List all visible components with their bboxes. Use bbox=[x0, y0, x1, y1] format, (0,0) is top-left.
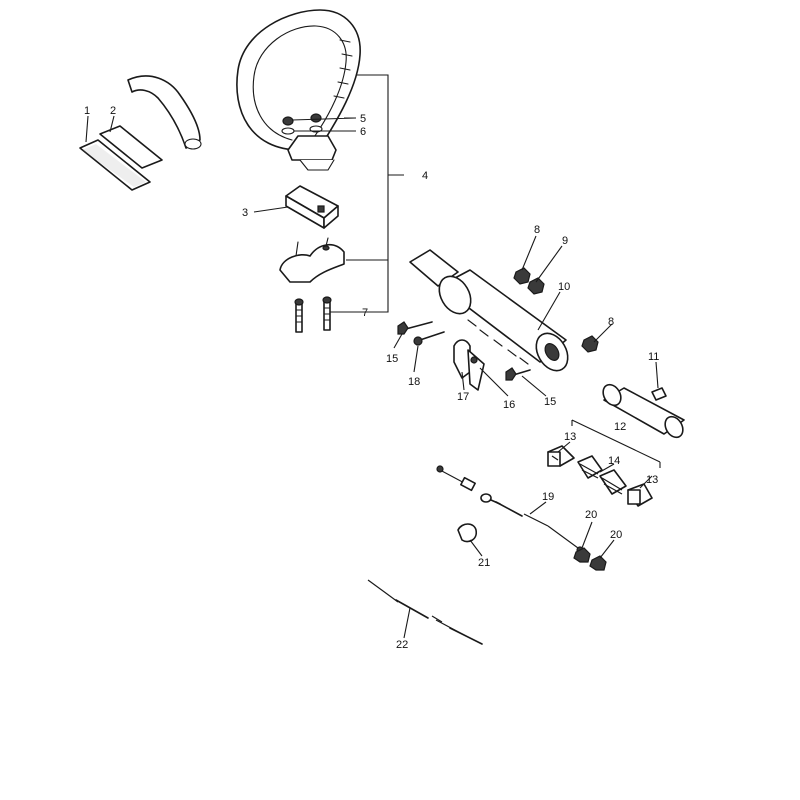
callout-19: 19 bbox=[542, 491, 554, 503]
leader-20a bbox=[581, 521, 593, 549]
lock-nut-9 bbox=[527, 277, 545, 295]
leader-8b bbox=[593, 323, 613, 343]
callout-18: 18 bbox=[408, 376, 420, 388]
nut-5 bbox=[282, 113, 322, 126]
callout-2: 2 bbox=[110, 105, 116, 117]
cable-nut-20a bbox=[573, 547, 591, 563]
leader-10 bbox=[537, 291, 561, 331]
leader-16 bbox=[479, 367, 509, 397]
bushing-13-left bbox=[547, 445, 575, 467]
callout-9: 9 bbox=[562, 235, 568, 247]
leader-21 bbox=[469, 539, 483, 557]
leader-9 bbox=[535, 245, 563, 283]
callout-11: 11 bbox=[648, 351, 659, 363]
throttle-cable-19 bbox=[436, 465, 584, 554]
grip-pad-2 bbox=[99, 125, 163, 169]
callout-14: 14 bbox=[608, 455, 620, 467]
bracket-4 bbox=[342, 74, 404, 313]
callout-13-left: 13 bbox=[564, 431, 576, 443]
leader-2 bbox=[109, 115, 115, 133]
key-11 bbox=[651, 387, 667, 401]
leader-19 bbox=[529, 501, 547, 515]
leader-13a bbox=[557, 441, 571, 453]
leader-22 bbox=[403, 607, 411, 639]
bolt-7 bbox=[294, 296, 332, 333]
leader-1 bbox=[85, 115, 89, 143]
handle-clamp bbox=[279, 237, 345, 283]
callout-12: 12 bbox=[614, 421, 626, 433]
callout-20-lower: 20 bbox=[610, 529, 622, 541]
leader-5 bbox=[291, 117, 357, 121]
callout-21: 21 bbox=[478, 557, 490, 569]
callout-3: 3 bbox=[242, 207, 248, 219]
throttle-trigger-17 bbox=[453, 339, 471, 379]
leader-15a bbox=[393, 333, 403, 349]
leader-15b bbox=[521, 375, 547, 397]
leader-11 bbox=[655, 361, 659, 389]
cable-nut-20b bbox=[589, 555, 607, 571]
screw-18 bbox=[413, 331, 445, 346]
handle-spacer-3 bbox=[285, 185, 339, 229]
cable-clip-21 bbox=[457, 523, 478, 543]
leader-18 bbox=[413, 345, 419, 373]
callout-5: 5 bbox=[360, 113, 366, 125]
callout-4: 4 bbox=[422, 170, 428, 182]
leader-8a bbox=[521, 235, 537, 271]
screw-15-upper bbox=[397, 321, 433, 335]
handle-grip-sleeve bbox=[127, 75, 202, 150]
callout-8-lower: 8 bbox=[608, 316, 614, 328]
nut-8-lower bbox=[581, 335, 599, 353]
gear-housing-10 bbox=[438, 269, 569, 372]
nut-8-upper bbox=[513, 267, 531, 285]
callout-13-right: 13 bbox=[646, 474, 658, 486]
callout-15-upper: 15 bbox=[386, 353, 398, 365]
leader-3 bbox=[253, 206, 289, 213]
callout-7: 7 bbox=[362, 307, 368, 319]
grip-pad-1 bbox=[79, 139, 151, 191]
bushing-14 bbox=[577, 455, 627, 495]
leader-20b bbox=[599, 539, 615, 559]
loop-handle bbox=[236, 9, 361, 171]
flex-shaft-22 bbox=[367, 579, 483, 645]
leader-13b bbox=[639, 475, 653, 489]
callout-20-upper: 20 bbox=[585, 509, 597, 521]
callout-15-lower: 15 bbox=[544, 396, 556, 408]
callout-16: 16 bbox=[503, 399, 515, 411]
leader-14 bbox=[599, 463, 615, 473]
callout-8-upper: 8 bbox=[534, 224, 540, 236]
callout-1: 1 bbox=[84, 105, 90, 117]
callout-22: 22 bbox=[396, 639, 408, 651]
callout-6: 6 bbox=[360, 126, 366, 138]
tube-12 bbox=[602, 383, 685, 439]
throttle-lever-16 bbox=[467, 349, 485, 391]
bushing-13-right bbox=[627, 483, 653, 507]
bracket-12 bbox=[571, 419, 661, 468]
callout-10: 10 bbox=[558, 281, 570, 293]
screw-15-lower bbox=[505, 367, 531, 381]
callout-17: 17 bbox=[457, 391, 469, 403]
leader-17 bbox=[461, 371, 465, 391]
